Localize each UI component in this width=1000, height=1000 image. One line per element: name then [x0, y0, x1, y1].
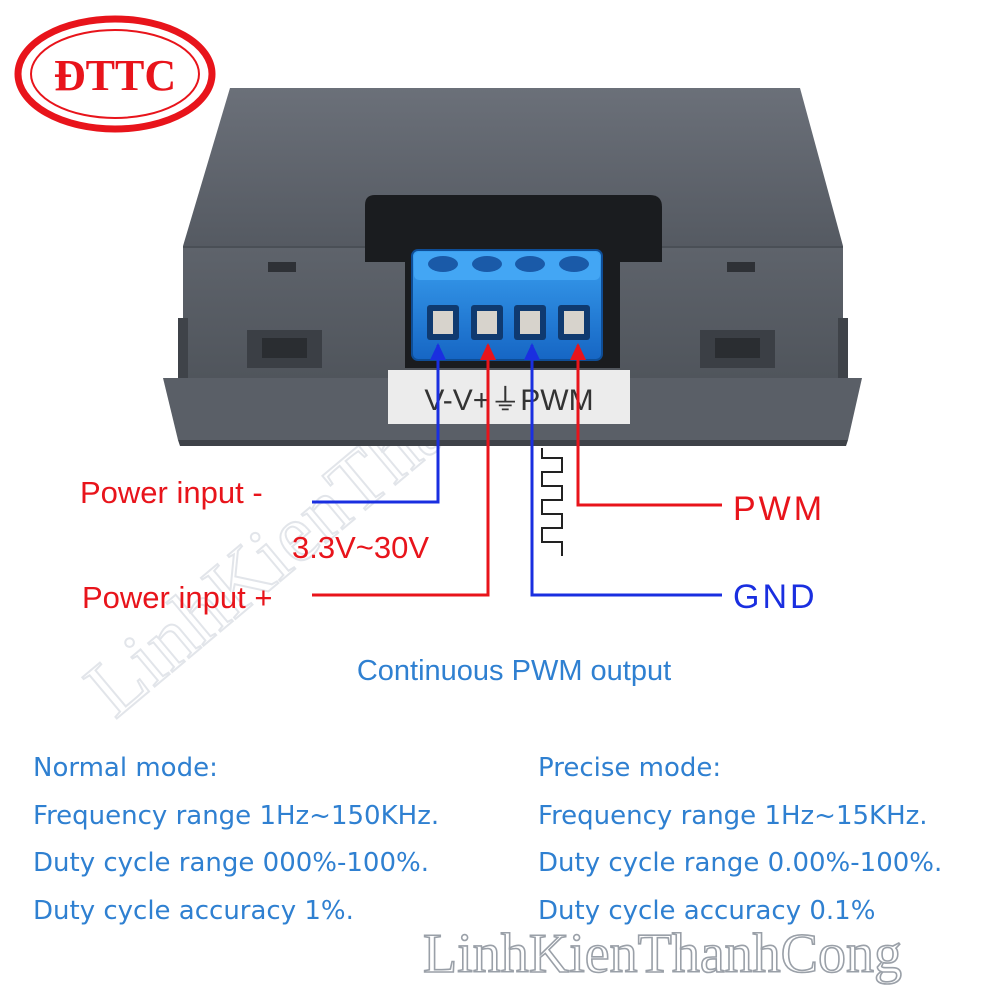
bottom-watermark: LinhKienThanhCong	[423, 923, 902, 985]
wire-pwm	[576, 345, 722, 507]
arrow-gnd	[524, 343, 540, 360]
arrow-power-minus	[430, 343, 446, 360]
wire-arrows	[430, 343, 586, 360]
wire-gnd	[530, 345, 722, 597]
terminal-screw-holes	[428, 256, 589, 272]
terminal-label-sticker	[388, 370, 630, 424]
wire-power-minus	[312, 345, 440, 504]
precise-mode-title: Precise mode:	[538, 753, 722, 783]
arrow-pwm	[570, 343, 586, 360]
device-housing	[163, 88, 862, 446]
terminal-label: V-V+⏚PWM	[424, 384, 593, 417]
label-power-plus: Power input +	[82, 580, 272, 615]
normal-mode-duty-range: Duty cycle range 000%-100%.	[33, 848, 429, 878]
label-voltage: 3.3V~30V	[292, 530, 429, 565]
label-continuous-pwm: Continuous PWM output	[357, 655, 671, 687]
label-pwm: PWM	[733, 490, 825, 528]
normal-mode-frequency: Frequency range 1Hz~150KHz.	[33, 801, 440, 831]
arrow-power-plus	[480, 343, 496, 360]
precise-mode-duty-range: Duty cycle range 0.00%-100%.	[538, 848, 943, 878]
label-gnd: GND	[733, 578, 818, 616]
dttc-logo: ĐTTC	[14, 15, 216, 133]
precise-mode-frequency: Frequency range 1Hz~15KHz.	[538, 801, 928, 831]
terminal-block	[411, 249, 603, 361]
label-power-minus: Power input -	[80, 475, 263, 510]
wire-power-plus	[312, 345, 490, 597]
normal-mode-duty-accuracy: Duty cycle accuracy 1%.	[33, 896, 354, 926]
pwm-waveform	[541, 448, 563, 556]
terminal-slots	[427, 305, 590, 340]
precise-mode-duty-accuracy: Duty cycle accuracy 0.1%	[538, 896, 876, 926]
wires	[312, 345, 722, 597]
logo-text: ĐTTC	[54, 51, 176, 100]
normal-mode-title: Normal mode:	[33, 753, 218, 783]
